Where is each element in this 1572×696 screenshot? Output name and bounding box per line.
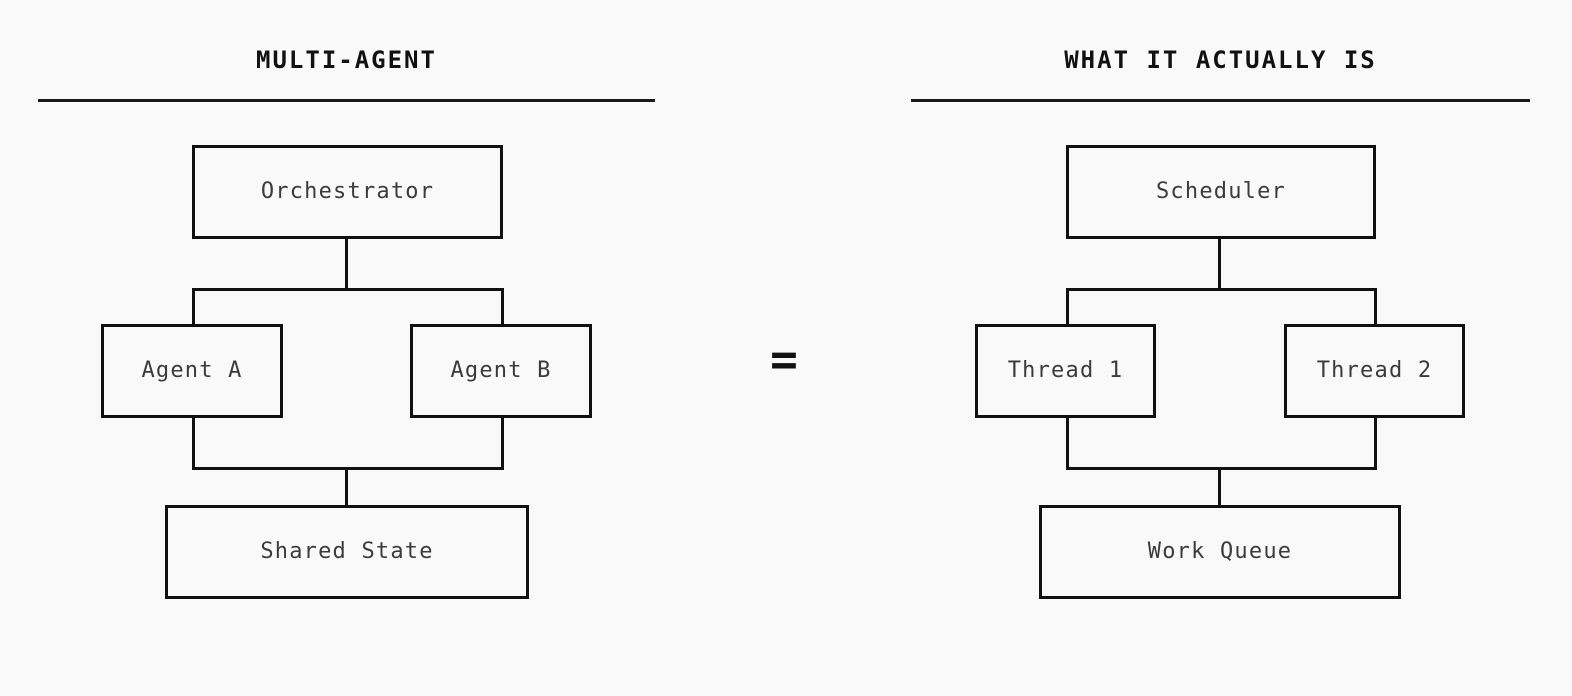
connector-bottom-bus bbox=[192, 467, 504, 470]
node-scheduler-label: Scheduler bbox=[1155, 179, 1286, 204]
node-thread-1-label: Thread 1 bbox=[1007, 358, 1124, 383]
connector-top-bus bbox=[192, 288, 504, 291]
node-thread-2[interactable]: Thread 2 bbox=[1284, 324, 1465, 418]
connector-scheduler-stem bbox=[1218, 238, 1221, 291]
node-thread-2-label: Thread 2 bbox=[1316, 358, 1433, 383]
node-work-queue-label: Work Queue bbox=[1147, 539, 1293, 564]
panel-title-what-it-actually-is: WHAT IT ACTUALLY IS bbox=[1064, 46, 1377, 74]
connector-orchestrator-stem bbox=[345, 238, 348, 291]
node-orchestrator-label: Orchestrator bbox=[260, 179, 435, 204]
node-agent-a-label: Agent A bbox=[141, 358, 243, 383]
node-thread-1[interactable]: Thread 1 bbox=[975, 324, 1156, 418]
node-shared-state[interactable]: Shared State bbox=[165, 505, 529, 599]
node-shared-state-label: Shared State bbox=[260, 539, 434, 564]
node-agent-b-label: Agent B bbox=[450, 358, 552, 383]
connector-bottom-bus-right bbox=[1066, 467, 1377, 470]
panel-title-multi-agent: MULTI-AGENT bbox=[256, 46, 437, 74]
node-agent-b[interactable]: Agent B bbox=[410, 324, 592, 418]
panel-divider-multi-agent bbox=[38, 99, 655, 102]
equals-operator: = bbox=[770, 332, 798, 386]
node-agent-a[interactable]: Agent A bbox=[101, 324, 283, 418]
connector-work-queue-stem bbox=[1218, 467, 1221, 508]
panel-divider-what-it-actually-is bbox=[911, 99, 1530, 102]
node-scheduler[interactable]: Scheduler bbox=[1066, 145, 1376, 239]
connector-shared-state-stem bbox=[345, 467, 348, 508]
node-work-queue[interactable]: Work Queue bbox=[1039, 505, 1401, 599]
connector-top-bus-right bbox=[1066, 288, 1377, 291]
node-orchestrator[interactable]: Orchestrator bbox=[192, 145, 503, 239]
